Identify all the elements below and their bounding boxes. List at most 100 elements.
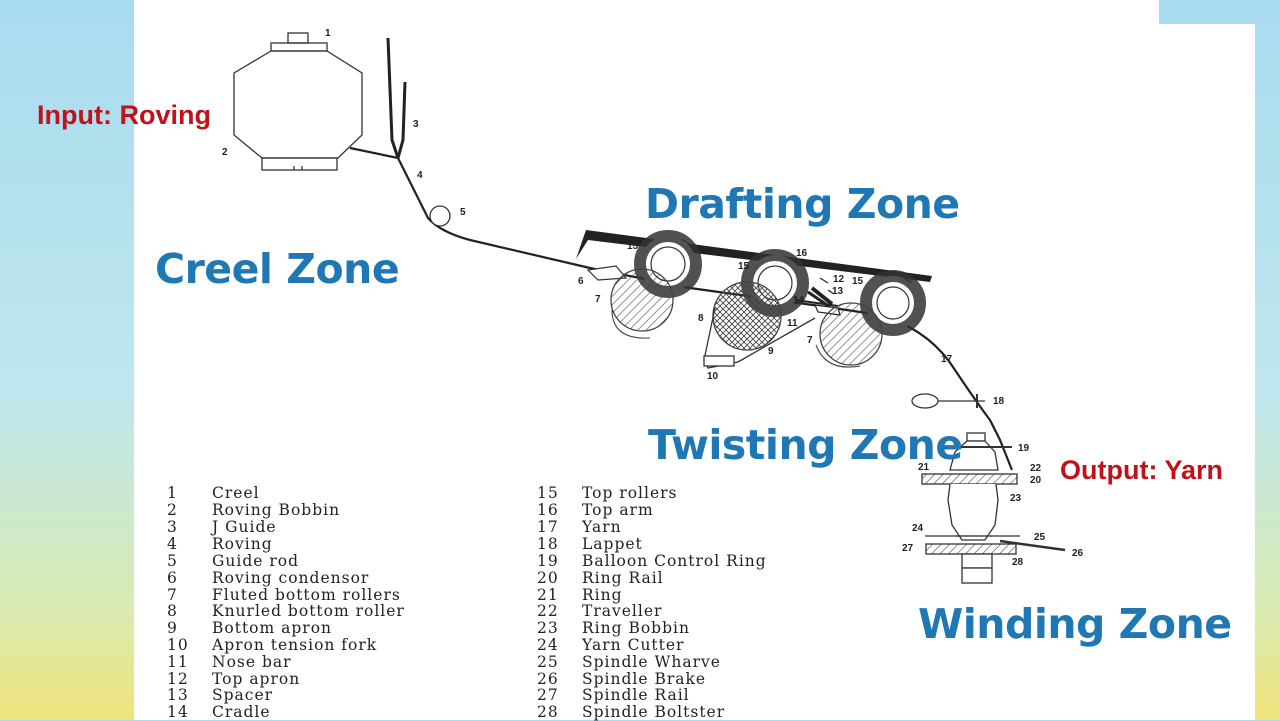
legend-num: 14 <box>167 703 189 721</box>
slide-margin <box>1159 24 1255 720</box>
callout: 10 <box>707 371 719 382</box>
legend-num: 23 <box>537 619 559 637</box>
callout: 22 <box>1030 463 1042 474</box>
callout: 20 <box>1030 475 1042 486</box>
legend-name: Top arm <box>582 501 654 519</box>
legend-name: Ring Rail <box>582 569 664 587</box>
legend-num: 8 <box>167 602 178 620</box>
legend-num: 6 <box>167 569 178 587</box>
legend-num: 4 <box>167 535 178 553</box>
legend-num: 25 <box>537 653 559 671</box>
legend-num: 17 <box>537 518 559 536</box>
legend-num: 15 <box>537 484 559 502</box>
callout: 4 <box>417 170 423 181</box>
legend-name: J Guide <box>212 518 277 536</box>
output-label: Output: Yarn <box>1060 455 1224 485</box>
callout: 19 <box>1018 443 1030 454</box>
legend-name: Top rollers <box>582 484 678 502</box>
legend-name: Creel <box>212 484 260 502</box>
callout: 18 <box>993 396 1005 407</box>
callout: 1 <box>325 28 331 39</box>
legend-name: Lappet <box>582 535 643 553</box>
legend-name: Roving condensor <box>212 569 370 587</box>
callout: 25 <box>1034 532 1046 543</box>
callout: 12 <box>833 274 845 285</box>
callout: 6 <box>578 276 584 287</box>
legend-num: 16 <box>537 501 559 519</box>
roving-bobbin <box>233 32 363 171</box>
callout: 24 <box>912 523 924 534</box>
callout: 14 <box>793 295 805 306</box>
legend-num: 9 <box>167 619 178 637</box>
callout: 16 <box>796 248 808 259</box>
callout: 9 <box>768 346 774 357</box>
legend-num: 20 <box>537 569 559 587</box>
legend-num: 1 <box>167 484 178 502</box>
legend-name: Ring <box>582 586 623 604</box>
legend-num: 18 <box>537 535 559 553</box>
legend-name: Spindle Boltster <box>582 703 726 721</box>
callout: 13 <box>832 286 844 297</box>
twisting-zone-title: Twisting Zone <box>648 421 963 469</box>
callout: 15 <box>738 261 750 272</box>
drafting-zone-title: Drafting Zone <box>645 180 960 228</box>
legend-name: Traveller <box>582 602 663 620</box>
callout: 7 <box>807 335 813 346</box>
callout: 3 <box>413 119 419 130</box>
callout: 28 <box>1012 557 1024 568</box>
legend-name: Spindle Brake <box>582 670 707 688</box>
bottom-apron <box>703 307 816 369</box>
callout: 11 <box>787 318 798 329</box>
callout: 7 <box>595 294 601 305</box>
callout: 26 <box>1072 548 1084 559</box>
legend-num: 12 <box>167 670 189 688</box>
legend-num: 2 <box>167 501 178 519</box>
legend-name: Nose bar <box>212 653 292 671</box>
legend-name: Top apron <box>212 670 301 688</box>
callout: 21 <box>918 462 930 473</box>
legend-name: Spindle Wharve <box>582 653 721 671</box>
legend-name: Roving Bobbin <box>212 501 341 519</box>
winding-zone-title: Winding Zone <box>918 600 1232 648</box>
spindle-assembly <box>921 432 1066 584</box>
callout: 8 <box>698 313 704 324</box>
legend-num: 21 <box>537 586 559 604</box>
legend-name: Roving <box>212 535 273 553</box>
legend-name: Fluted bottom rollers <box>212 586 401 604</box>
creel-zone-title: Creel Zone <box>155 245 400 293</box>
legend-name: Ring Bobbin <box>582 619 690 637</box>
callout: 5 <box>460 207 466 218</box>
callout: 23 <box>1010 493 1022 504</box>
legend-num: 3 <box>167 518 178 536</box>
legend-num: 27 <box>537 686 559 704</box>
legend-name: Knurled bottom roller <box>212 602 405 620</box>
callout: 15 <box>852 276 864 287</box>
legend-name: Cradle <box>212 703 271 721</box>
slide-background <box>134 0 1159 720</box>
callout: 2 <box>222 147 228 158</box>
callout: 15 <box>627 241 639 252</box>
legend-name: Yarn <box>582 518 622 536</box>
legend-name: Guide rod <box>212 552 300 570</box>
callout: 17 <box>941 354 953 365</box>
legend-name: Spindle Rail <box>582 686 690 704</box>
bottom-rollers <box>610 268 883 368</box>
callout-numbers: 1 2 3 4 5 6 7 8 9 10 11 12 13 14 15 16 1… <box>222 28 1084 568</box>
legend-num: 26 <box>537 670 559 688</box>
legend-num: 13 <box>167 686 189 704</box>
legend-num: 19 <box>537 552 559 570</box>
callout: 27 <box>902 543 914 554</box>
legend-num: 11 <box>167 653 189 671</box>
top-rollers <box>634 230 926 336</box>
legend-name: Bottom apron <box>212 619 333 637</box>
lappet <box>911 393 985 409</box>
legend-name: Yarn Cutter <box>582 636 685 654</box>
input-label: Input: Roving <box>37 100 211 130</box>
legend-num: 22 <box>537 602 559 620</box>
legend-num: 24 <box>537 636 559 654</box>
legend-num: 7 <box>167 586 178 604</box>
legend-num: 10 <box>167 636 189 654</box>
